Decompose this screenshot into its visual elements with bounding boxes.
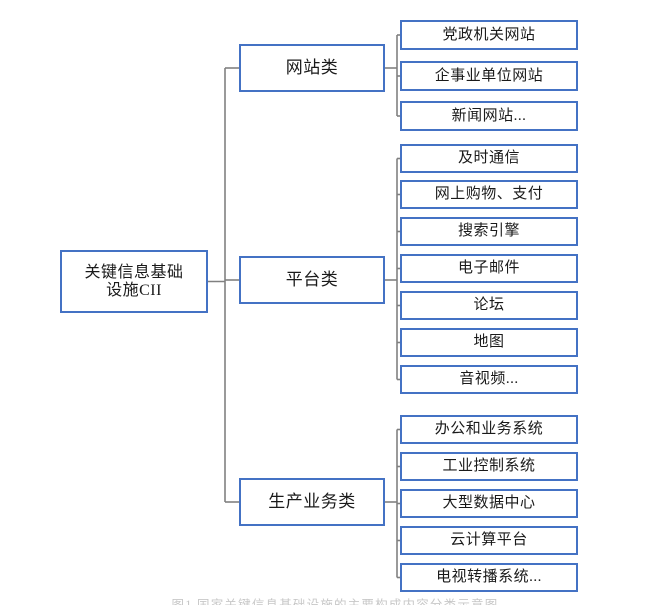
diagram-caption: 图1 国家关键信息基础设施的主要构成内容分类示意图 bbox=[171, 598, 499, 605]
leaf-node-production-2[interactable]: 大型数据中心 bbox=[400, 489, 578, 518]
leaf-node-platform-4[interactable]: 论坛 bbox=[400, 291, 578, 320]
leaf-node-platform-3[interactable]: 电子邮件 bbox=[400, 254, 578, 283]
leaf-node-website-1[interactable]: 企事业单位网站 bbox=[400, 61, 578, 91]
leaf-node-website-2[interactable]: 新闻网站... bbox=[400, 101, 578, 131]
branch-node-production[interactable]: 生产业务类 bbox=[239, 478, 385, 526]
leaf-node-production-4[interactable]: 电视转播系统... bbox=[400, 563, 578, 592]
leaf-node-platform-5[interactable]: 地图 bbox=[400, 328, 578, 357]
leaf-node-platform-1[interactable]: 网上购物、支付 bbox=[400, 180, 578, 209]
branch-node-platform[interactable]: 平台类 bbox=[239, 256, 385, 304]
root-node[interactable]: 关键信息基础 设施CII bbox=[60, 250, 208, 313]
leaf-node-website-0[interactable]: 党政机关网站 bbox=[400, 20, 578, 50]
leaf-node-production-1[interactable]: 工业控制系统 bbox=[400, 452, 578, 481]
leaf-node-platform-0[interactable]: 及时通信 bbox=[400, 144, 578, 173]
branch-node-website[interactable]: 网站类 bbox=[239, 44, 385, 92]
leaf-node-platform-6[interactable]: 音视频... bbox=[400, 365, 578, 394]
leaf-node-production-0[interactable]: 办公和业务系统 bbox=[400, 415, 578, 444]
leaf-node-production-3[interactable]: 云计算平台 bbox=[400, 526, 578, 555]
leaf-node-platform-2[interactable]: 搜索引擎 bbox=[400, 217, 578, 246]
